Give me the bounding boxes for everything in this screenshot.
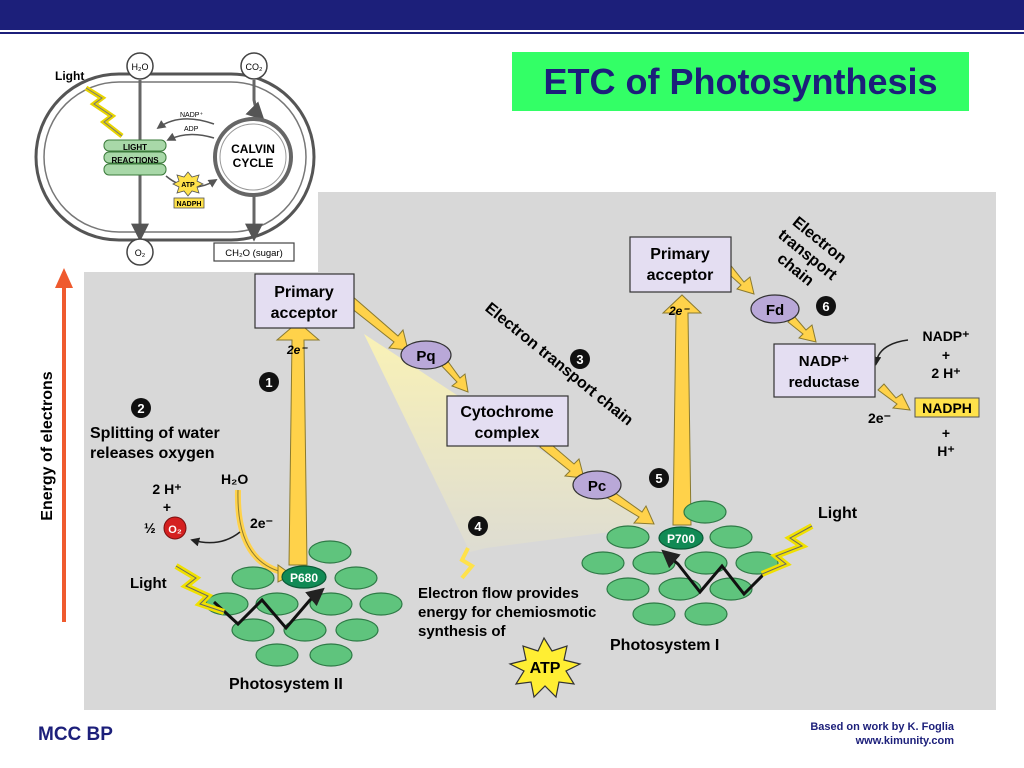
- atp-label: ATP: [530, 660, 561, 677]
- photosystem-2-cluster: [205, 540, 403, 667]
- two-h-plus: 2 H⁺: [931, 365, 960, 381]
- light-label-ps1: Light: [818, 505, 858, 522]
- footer-label: MCC BP: [38, 724, 113, 745]
- chemiosmosis-bolt: [459, 547, 476, 580]
- oxygen-label: O₂: [168, 524, 182, 536]
- pc-carrier: [572, 470, 622, 500]
- inset-atp-burst: [172, 171, 204, 197]
- pc-label: Pc: [588, 478, 606, 495]
- inset-nadph-box: [173, 197, 205, 209]
- inset-light-reactions-1: LIGHT: [123, 143, 147, 152]
- light-label-ps2: Light: [130, 575, 167, 592]
- inset-calvin-2: CYCLE: [233, 156, 274, 170]
- nadp-reductase-line1: NADP⁺: [799, 353, 850, 370]
- primary-acceptor-ps2-line2: acceptor: [271, 305, 338, 322]
- photosystem-1-label: Photosystem I: [610, 637, 719, 654]
- half-coefficient: ½: [144, 520, 156, 536]
- step-markers: 1 2 3 4 5 6: [131, 296, 836, 536]
- inset-calvin-1: CALVIN: [231, 142, 275, 156]
- plus-sign-2: +: [942, 425, 950, 441]
- inset-h2o: H₂O: [132, 62, 149, 72]
- credit-url[interactable]: www.kimunity.com: [855, 735, 954, 747]
- inset-nadph: NADPH: [177, 201, 202, 208]
- cytochrome-line1: Cytochrome: [460, 404, 553, 421]
- plus-sign-1: +: [942, 347, 950, 363]
- electron-flow-line1: Electron flow provides: [418, 585, 579, 602]
- p700-label: P700: [667, 532, 695, 546]
- inset-nadp: NADP⁺: [180, 112, 203, 119]
- inset-light: Light: [55, 69, 84, 83]
- photosystem-1-cluster: [581, 500, 779, 626]
- inset-adp: ADP: [184, 126, 199, 133]
- step-2: 2: [137, 401, 144, 416]
- plus-sign-water: +: [163, 499, 171, 515]
- primary-acceptor-ps1: [629, 236, 732, 293]
- electrons-label-nadph: 2e⁻: [868, 410, 891, 426]
- oxygen-molecule: [163, 516, 187, 540]
- electrons-label-water: 2e⁻: [250, 515, 273, 531]
- step-1: 1: [265, 375, 272, 390]
- chloroplast-inset: H₂O O₂ CO₂ CH₂O (sugar) Light LIGHT REAC…: [0, 36, 318, 272]
- co2-circle: [240, 52, 268, 80]
- primary-acceptor-ps1-line2: acceptor: [647, 267, 714, 284]
- p700-center: [658, 526, 704, 550]
- o2-circle: [126, 238, 154, 266]
- sugar-box: [213, 242, 295, 262]
- page-title: ETC of Photosynthesis: [512, 52, 969, 111]
- inset-atp: ATP: [181, 182, 195, 189]
- header-bar: [0, 0, 1024, 30]
- nadp-reductase: [773, 343, 876, 398]
- fd-carrier: [750, 294, 800, 324]
- nadph-output: NADPH: [922, 400, 972, 416]
- h-plus: H⁺: [937, 443, 955, 459]
- electrons-label-ps2: 2e⁻: [286, 343, 308, 357]
- electron-flow-arrows: [275, 261, 911, 566]
- electrons-label-ps1: 2e⁻: [668, 304, 690, 318]
- primary-acceptor-ps2: [254, 273, 355, 329]
- nadp-reductase-line2: reductase: [789, 374, 860, 391]
- splitting-water-line1: Splitting of water: [90, 425, 220, 442]
- splitting-water-line2: releases oxygen: [90, 445, 215, 462]
- nadp-plus-input: NADP⁺: [922, 328, 969, 344]
- electron-flow-line2: energy for chemiosmotic: [418, 604, 596, 621]
- pq-carrier: [400, 340, 452, 370]
- header-rule: [0, 32, 1024, 34]
- electron-flow-line3: synthesis of: [418, 623, 507, 640]
- thylakoid-stack: [103, 139, 167, 176]
- inset-sugar: CH₂O (sugar): [225, 248, 283, 259]
- p680-center: [281, 565, 327, 589]
- ps2-energy-path: [212, 587, 325, 631]
- ps1-energy-path: [661, 549, 768, 597]
- photosystem-2-label: Photosystem II: [229, 676, 343, 693]
- fd-label: Fd: [766, 302, 784, 319]
- energy-axis-label: Energy of electrons: [39, 371, 56, 520]
- cytochrome-line2: complex: [475, 425, 540, 442]
- p680-label: P680: [290, 571, 318, 585]
- inset-o2: O₂: [135, 248, 146, 258]
- footer-credit: Based on work by K. Foglia www.kimunity.…: [810, 720, 954, 748]
- two-h-plus-water: 2 H⁺: [152, 481, 181, 497]
- step-5: 5: [655, 471, 662, 486]
- step-3: 3: [576, 352, 583, 367]
- step-4: 4: [474, 519, 482, 534]
- atp-burst: [508, 636, 582, 699]
- chloroplast-outline: [34, 72, 316, 242]
- credit-author: Based on work by K. Foglia: [810, 721, 954, 733]
- inset-light-reactions-2: REACTIONS: [111, 156, 159, 165]
- water-label: H₂O: [221, 471, 248, 487]
- inset-co2: CO₂: [246, 62, 264, 72]
- primary-acceptor-ps1-line1: Primary: [650, 246, 710, 263]
- h2o-circle: [126, 52, 154, 80]
- primary-acceptor-ps2-line1: Primary: [274, 284, 334, 301]
- pq-label: Pq: [416, 348, 435, 365]
- cytochrome-complex: [446, 395, 569, 447]
- nadph-box: [914, 397, 980, 418]
- step-6: 6: [822, 299, 829, 314]
